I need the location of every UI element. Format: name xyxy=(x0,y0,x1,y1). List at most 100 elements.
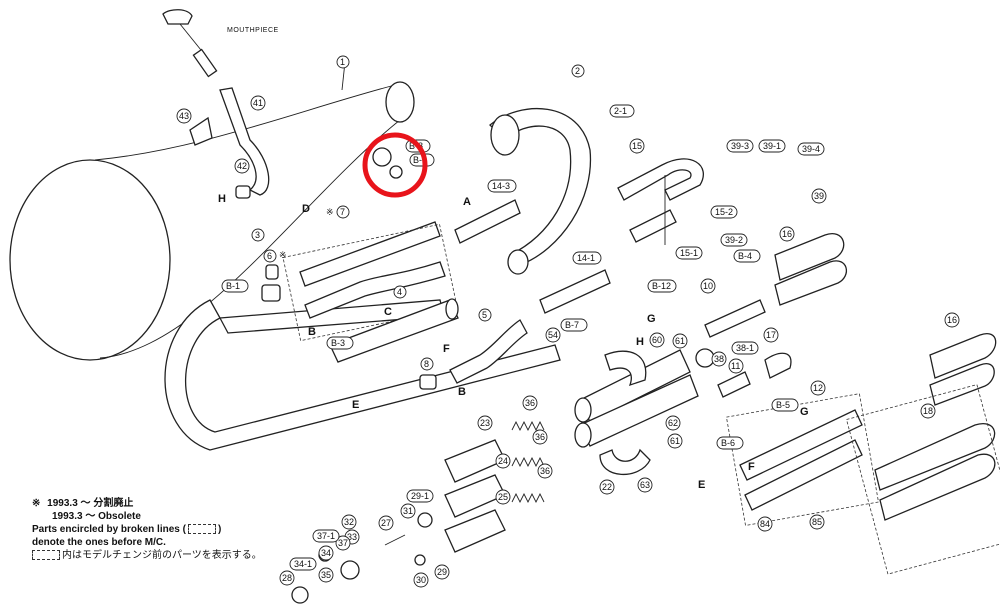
callout-b-1: B-1 xyxy=(226,281,240,291)
callout-29-1: 29-1 xyxy=(411,491,429,501)
part-15 xyxy=(617,158,704,245)
callout-bubble xyxy=(234,158,250,174)
callout-38: 38 xyxy=(714,354,724,364)
callout-37: 37 xyxy=(338,538,348,548)
callout-39-1: 39-1 xyxy=(763,141,781,151)
callout-11: 11 xyxy=(731,361,740,371)
callout-b-4: B-4 xyxy=(738,251,752,261)
callout-43: 43 xyxy=(179,111,189,121)
letter-e-right: E xyxy=(698,479,705,491)
letter-b-left: B xyxy=(308,326,316,338)
callout-37-1: 37-1 xyxy=(317,531,335,541)
callout-bubble xyxy=(726,139,754,153)
note-obsolete-jp: ※ 1993.3 ～ 分割廃止 xyxy=(32,497,332,510)
callout-b-5: B-5 xyxy=(776,400,790,410)
callout-34: 34 xyxy=(321,548,331,558)
letter-g-upper: G xyxy=(647,313,656,325)
callout-bubble xyxy=(312,529,340,543)
mark-part-7: ※ xyxy=(326,207,334,217)
callout-60: 60 xyxy=(652,335,662,345)
callout-bubble xyxy=(545,327,561,343)
callout-24: 24 xyxy=(498,456,508,466)
callout-3: 3 xyxy=(255,230,260,240)
callout-bubble xyxy=(532,429,548,445)
callout-bubble xyxy=(420,357,434,371)
callout-bubble xyxy=(263,249,277,263)
part-14-1 xyxy=(539,269,611,314)
callout-bubble xyxy=(920,403,936,419)
callout-85: 85 xyxy=(812,517,822,527)
callout-39-3: 39-3 xyxy=(731,141,749,151)
dashed-box-symbol xyxy=(32,550,60,561)
callout-bubble xyxy=(629,138,645,154)
callout-15-2: 15-2 xyxy=(715,207,733,217)
callouts: 1 2 2-1 3 4 5 6 ※ 7 ※ 8 10 11 12 xyxy=(176,55,960,588)
callout-bubble xyxy=(318,545,334,561)
dashed-box-symbol xyxy=(187,524,216,535)
mouthpiece-label: MOUTHPIECE xyxy=(227,27,279,34)
callout-bubble xyxy=(810,380,826,396)
note-line-1: 1993.3 ～ 分割廃止 xyxy=(47,498,134,509)
springs-36 xyxy=(511,420,545,504)
callout-61-a: 61 xyxy=(675,336,685,346)
note-line-5: 内はモデルチェンジ前のパーツを表示する。 xyxy=(32,549,332,562)
callout-bubble xyxy=(665,415,681,431)
callout-14-3: 14-3 xyxy=(492,181,510,191)
part-3 xyxy=(261,284,281,302)
callout-35: 35 xyxy=(321,570,331,580)
letter-h-left: H xyxy=(218,193,226,205)
callout-34-1: 34-1 xyxy=(294,559,312,569)
callout-10: 10 xyxy=(703,281,713,291)
part-6 xyxy=(265,264,279,280)
callout-bubble xyxy=(176,108,192,124)
callout-16-right: 16 xyxy=(947,315,957,325)
callout-bubble xyxy=(647,279,677,293)
callout-bubble xyxy=(336,205,350,219)
callout-bubble xyxy=(522,395,538,411)
callout-30: 30 xyxy=(416,575,426,585)
note-line-3-text: Parts encircled by broken lines ( xyxy=(32,524,186,535)
callout-bubble xyxy=(757,516,773,532)
callout-31: 31 xyxy=(403,506,413,516)
callout-bubble xyxy=(413,572,429,588)
part-16-upper xyxy=(774,233,848,306)
callout-bubble xyxy=(700,278,716,294)
callout-bubble xyxy=(434,564,450,580)
part-17 xyxy=(764,352,792,379)
letter-g-lower: G xyxy=(800,406,809,418)
part-11 xyxy=(717,371,751,398)
callout-bubble xyxy=(716,436,744,450)
note-line-2: 1993.3 ～ Obsolete xyxy=(52,511,141,522)
callout-bubble xyxy=(221,279,249,293)
callout-bubble xyxy=(763,327,779,343)
part-42 xyxy=(235,185,251,199)
callout-bubble xyxy=(289,557,317,571)
callout-b-3: B-3 xyxy=(331,338,345,348)
callout-bubble xyxy=(637,477,653,493)
callout-bubble xyxy=(400,503,416,519)
callout-bubble xyxy=(811,188,827,204)
part-10 xyxy=(704,299,766,338)
letter-e-left: E xyxy=(352,399,359,411)
callout-38-1: 38-1 xyxy=(736,343,754,353)
callout-4: 4 xyxy=(397,287,402,297)
callout-41: 41 xyxy=(253,98,263,108)
callout-63: 63 xyxy=(640,480,650,490)
callout-22: 22 xyxy=(602,482,612,492)
letter-c: C xyxy=(384,306,392,318)
callout-bubble xyxy=(495,453,511,469)
callout-bubble xyxy=(251,228,265,242)
part-38 xyxy=(695,348,715,368)
callout-15-1: 15-1 xyxy=(680,248,698,258)
callout-bubble xyxy=(733,249,761,263)
callout-bubble xyxy=(728,358,744,374)
callout-bubble xyxy=(797,142,825,156)
callout-bubble xyxy=(711,351,727,367)
callout-bubble xyxy=(779,226,795,242)
callout-bubble xyxy=(495,489,511,505)
bow-part-2 xyxy=(489,108,592,275)
callout-36-b: 36 xyxy=(535,432,545,442)
callout-54: 54 xyxy=(548,330,558,340)
callout-bubble xyxy=(944,312,960,328)
